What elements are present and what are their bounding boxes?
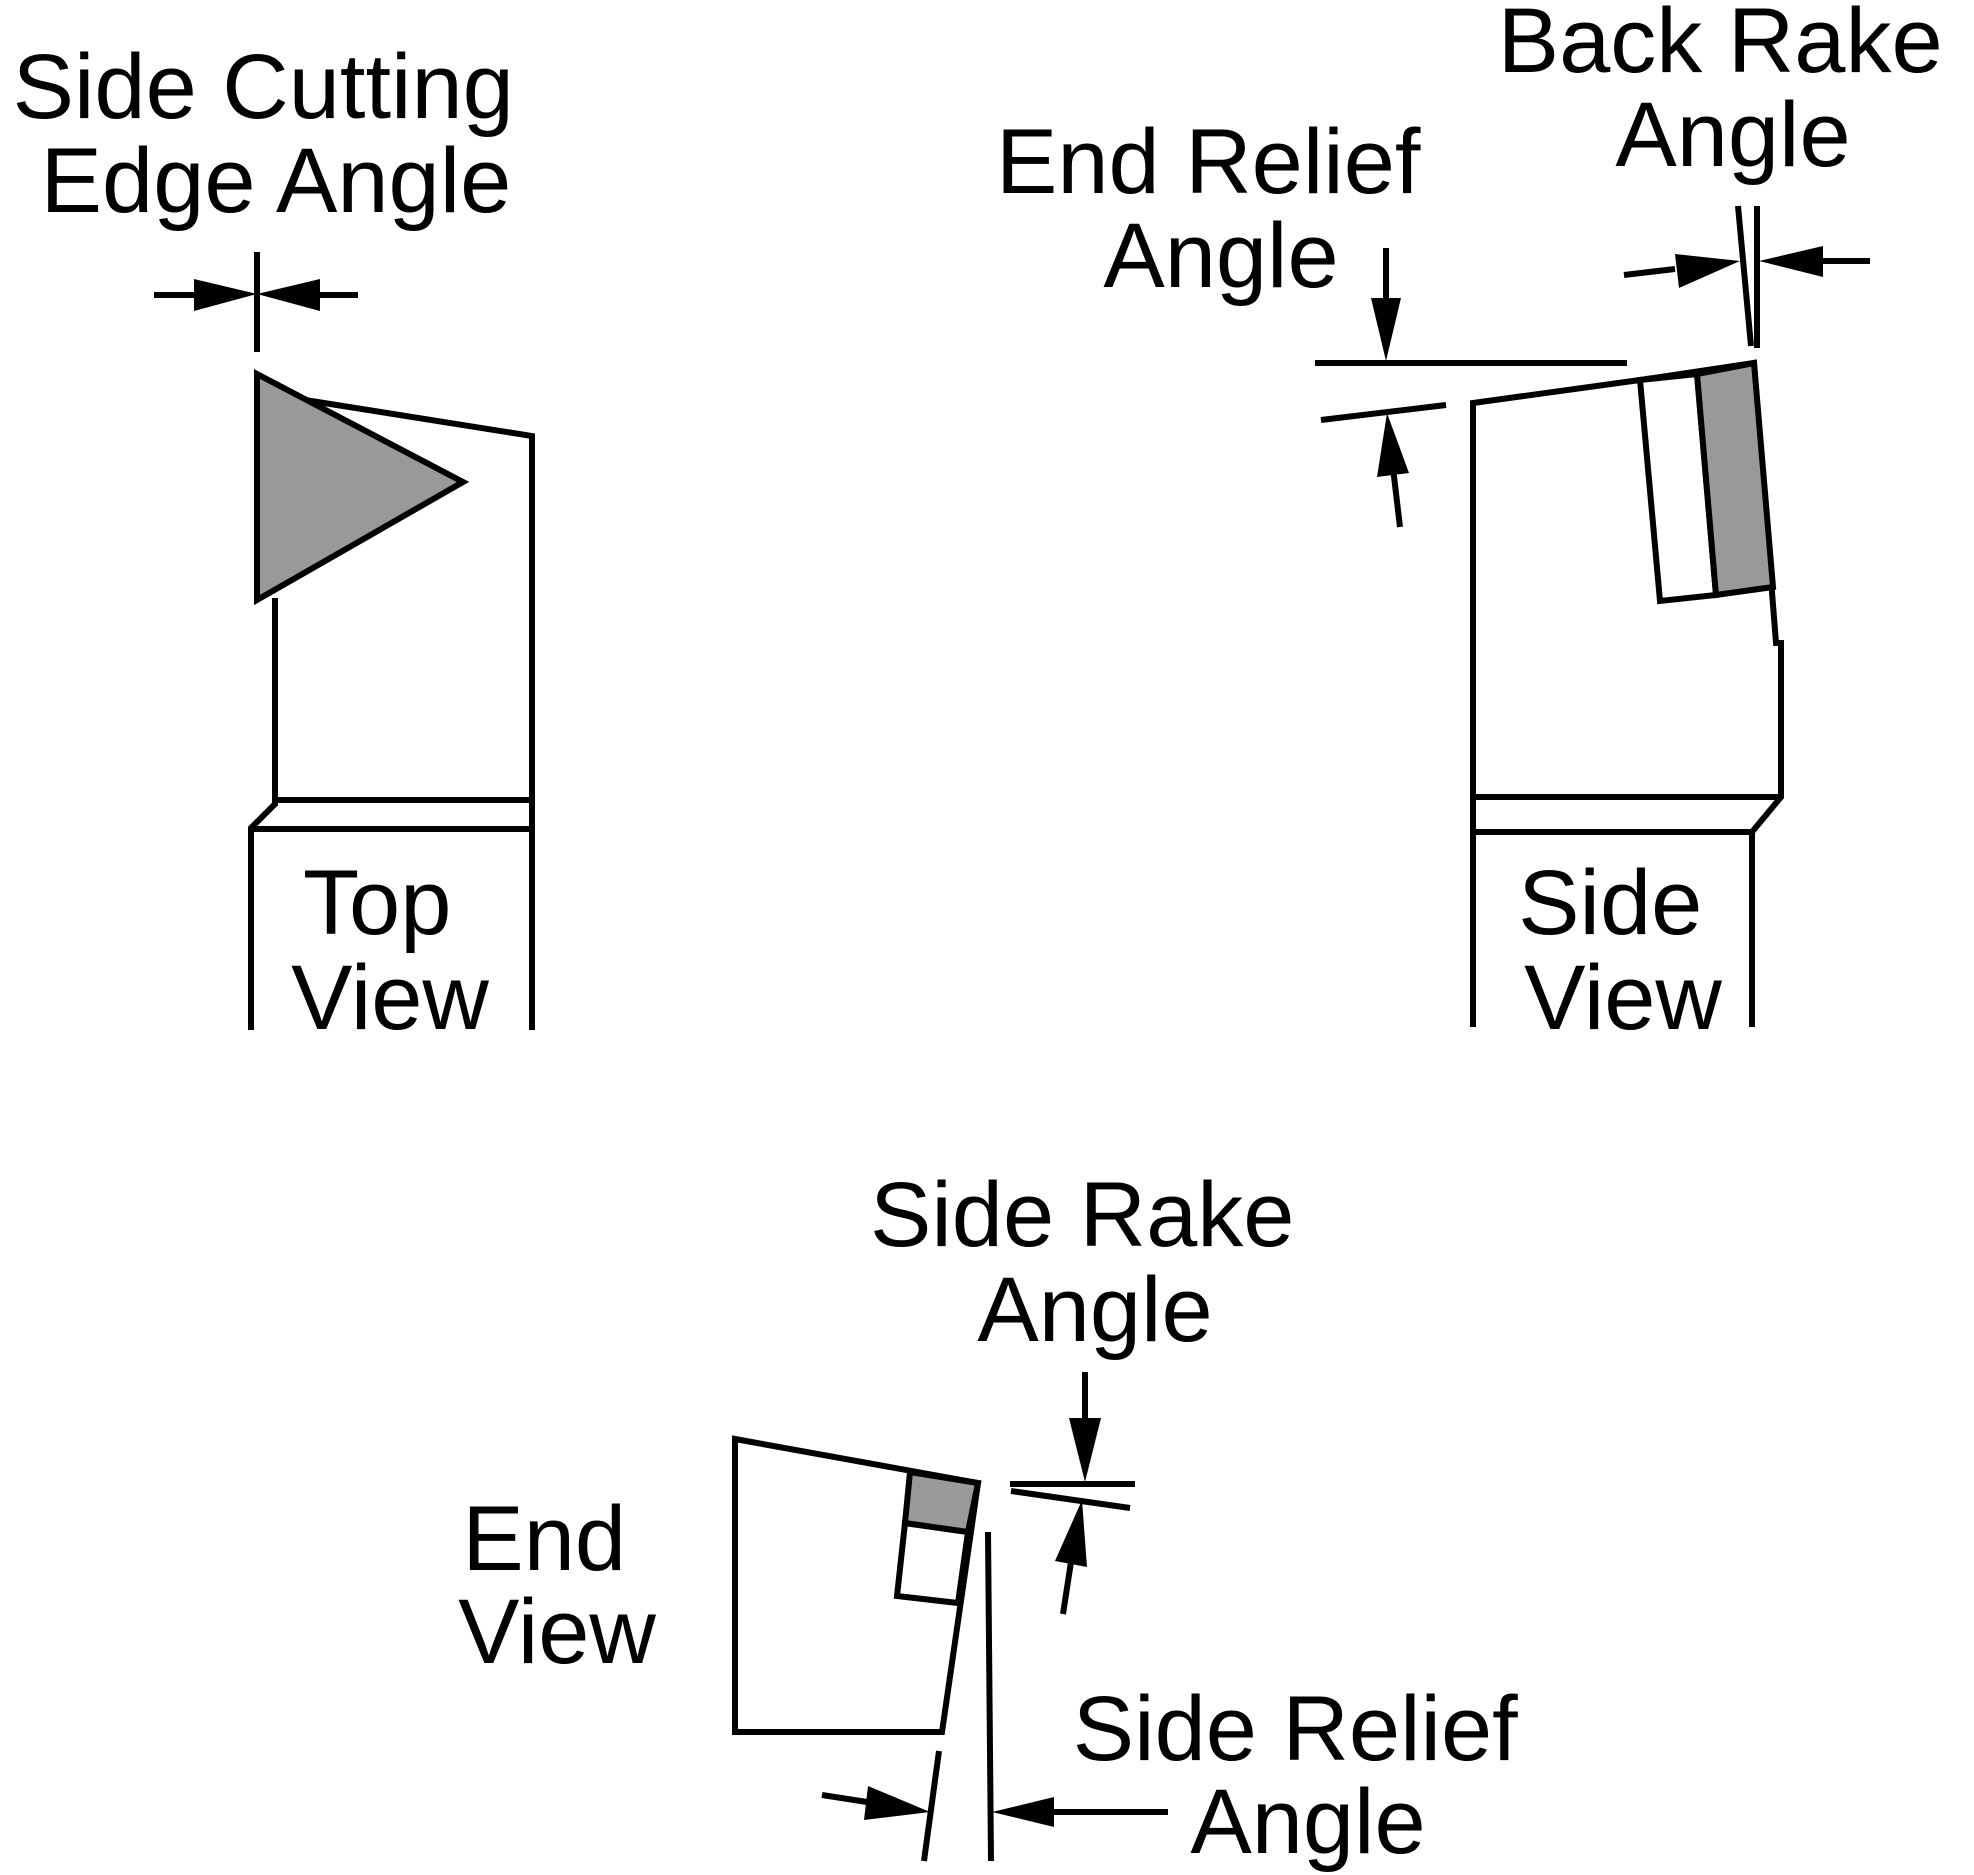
back-rake-angle-label-line1: Back Rake <box>1498 0 1943 92</box>
side-cutting-edge-angle-label: Side Cutting Edge Angle <box>13 36 540 232</box>
side-rake-reference-angled <box>1010 1488 1131 1511</box>
side-relief-angle-label-line2: Angle <box>1190 1771 1425 1873</box>
end-view-label: End View <box>458 1488 656 1683</box>
side-relief-arrow-left-shaft <box>821 1792 868 1805</box>
side-relief-angle-label-line1: Side Relief <box>1073 1678 1518 1780</box>
end-view-label-line1: End <box>462 1488 626 1590</box>
side-rake-arrow-up-icon <box>1055 1500 1087 1567</box>
top-view-label-line2: View <box>291 947 489 1049</box>
side-rake-arrow-down-icon <box>1069 1418 1101 1482</box>
side-view-label: Side View <box>1518 852 1728 1049</box>
back-rake-arrow-right-icon <box>1675 254 1740 288</box>
side-cutting-edge-angle-label-line2: Edge Angle <box>41 130 512 232</box>
side-view-label-line1: Side <box>1518 852 1702 954</box>
top-view-triangular-insert <box>254 369 470 606</box>
end-relief-arrow-down-icon <box>1371 298 1401 361</box>
side-rake-angle-label: Side Rake Angle <box>870 1164 1320 1361</box>
end-view-insert-seat <box>893 1519 972 1607</box>
side-relief-reference-vertical <box>985 1531 994 1862</box>
end-relief-arrow-up-icon <box>1377 413 1409 477</box>
side-rake-angle-label-line1: Side Rake <box>870 1164 1294 1266</box>
side-view-insert <box>1693 359 1777 599</box>
back-rake-angle-label: Back Rake Angle <box>1498 0 1968 186</box>
end-relief-angle-label-line1: End Relief <box>996 111 1421 213</box>
end-relief-angle-label: End Relief Angle <box>996 111 1446 307</box>
side-rake-angle-label-line2: Angle <box>977 1259 1212 1361</box>
end-relief-angle-label-line2: Angle <box>1103 205 1338 307</box>
end-relief-reference-angled <box>1320 402 1447 423</box>
top-view-label: Top View <box>291 852 489 1049</box>
end-relief-arrow-bottom-shaft <box>1390 467 1403 528</box>
side-rake-arrow-bottom-shaft <box>1060 1561 1074 1615</box>
side-relief-angle-label: Side Relief Angle <box>1073 1678 1543 1873</box>
end-view-insert <box>901 1468 982 1536</box>
back-rake-arrow-left-shaft <box>1623 266 1676 278</box>
side-view-label-line2: View <box>1524 947 1722 1049</box>
side-view: End Relief Angle Back Rake Angle Side Vi… <box>996 0 1968 1049</box>
back-rake-reference-angled <box>1735 205 1754 347</box>
side-relief-reference-angled <box>921 1750 942 1862</box>
side-relief-arrow-left-icon <box>992 1797 1054 1827</box>
back-rake-angle-label-line2: Angle <box>1615 84 1850 186</box>
side-cutting-edge-arrow-left-icon <box>194 279 257 311</box>
side-cutting-edge-arrow-right-icon <box>257 279 320 311</box>
back-rake-arrow-left-icon <box>1759 246 1823 277</box>
side-view-shank-left <box>1470 377 1641 1027</box>
side-cutting-edge-angle-label-line1: Side Cutting <box>13 36 514 138</box>
top-view: Side Cutting Edge Angle Top View <box>13 36 540 1049</box>
side-relief-arrow-right-icon <box>864 1786 930 1820</box>
top-view-shank-left <box>248 598 278 1030</box>
end-view-label-line2: View <box>458 1581 656 1683</box>
end-view: Side Rake Angle End View Side Relief Ang… <box>458 1164 1543 1873</box>
top-view-label-line1: Top <box>303 852 451 954</box>
